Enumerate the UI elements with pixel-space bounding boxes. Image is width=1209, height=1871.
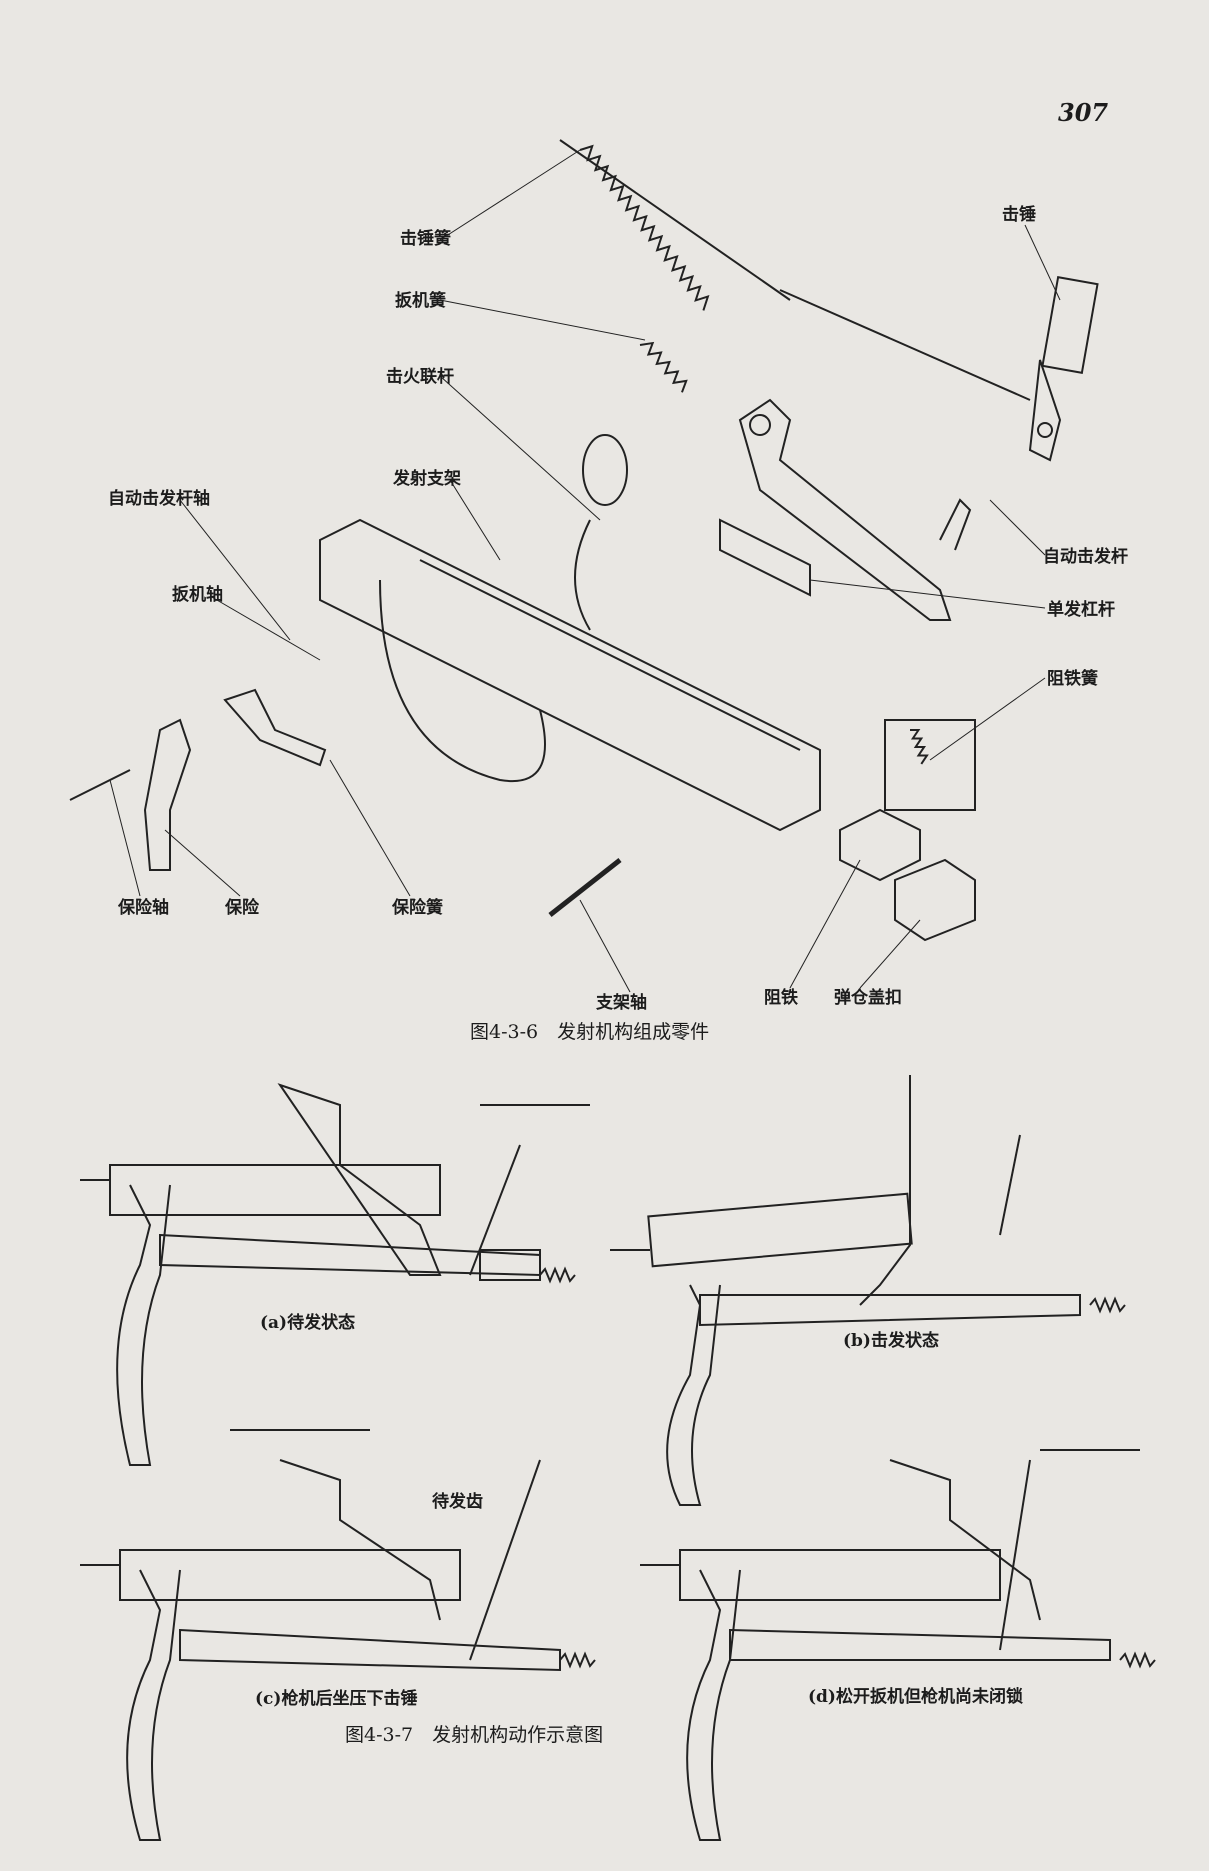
label-auto-trip-lever-pin: 自动击发杆轴 [108, 489, 210, 509]
magazine-catch-icon [894, 858, 976, 942]
label-sear: 阻铁 [764, 988, 798, 1008]
firing-link-icon [738, 398, 972, 621]
cocking-notch-label: 待发齿 [432, 1492, 483, 1512]
label-hammer: 击锤 [1002, 205, 1036, 225]
bracket-pin-icon [548, 858, 622, 917]
trigger-housing-icon [319, 434, 821, 832]
hammer-spring-icon [559, 139, 791, 311]
panel-a-label: (a)待发状态 [260, 1313, 356, 1333]
safety-icon [69, 718, 192, 871]
label-auto-trip-lever: 自动击发杆 [1043, 547, 1128, 567]
panel-b-label: (b)击发状态 [843, 1331, 939, 1351]
sear-spring-icon [884, 719, 976, 811]
label-firing-bracket: 发射支架 [393, 469, 461, 489]
figure-4-3-7-caption: 图4-3-7 发射机构动作示意图 [345, 1724, 604, 1746]
label-sear-spring: 阻铁簧 [1047, 669, 1098, 689]
label-safety: 保险 [225, 898, 259, 918]
label-magazine-catch: 弹仓盖扣 [834, 988, 902, 1008]
label-safety-pin: 保险轴 [118, 898, 169, 918]
label-hammer-spring: 击锤簧 [400, 229, 451, 249]
panel-b-diagram [610, 1075, 1126, 1506]
trigger-spring-icon [639, 341, 688, 393]
panel-a-diagram [80, 1083, 590, 1466]
label-single-shot-lever: 单发杠杆 [1047, 600, 1115, 620]
label-safety-spring: 保险簧 [392, 898, 443, 918]
label-bracket-pin: 支架轴 [596, 993, 647, 1013]
panel-d-diagram [640, 1449, 1156, 1841]
panel-c-diagram [80, 1429, 596, 1841]
label-firing-link: 击火联杆 [386, 367, 454, 387]
safety-spring-icon [223, 688, 327, 767]
leader-lines [109, 149, 1061, 993]
label-trigger-spring: 扳机簧 [395, 291, 446, 311]
figure-4-3-6-caption: 图4-3-6 发射机构组成零件 [470, 1021, 710, 1043]
label-trigger-pin: 扳机轴 [172, 585, 223, 605]
page-number: 307 [1058, 98, 1109, 127]
hammer-icon [779, 276, 1099, 462]
sear-icon [839, 808, 921, 882]
single-shot-lever-icon [719, 518, 811, 597]
panel-c-label: (c)枪机后坐压下击锤 [255, 1689, 418, 1709]
panel-d-label: (d)松开扳机但枪机尚未闭锁 [808, 1687, 1023, 1707]
